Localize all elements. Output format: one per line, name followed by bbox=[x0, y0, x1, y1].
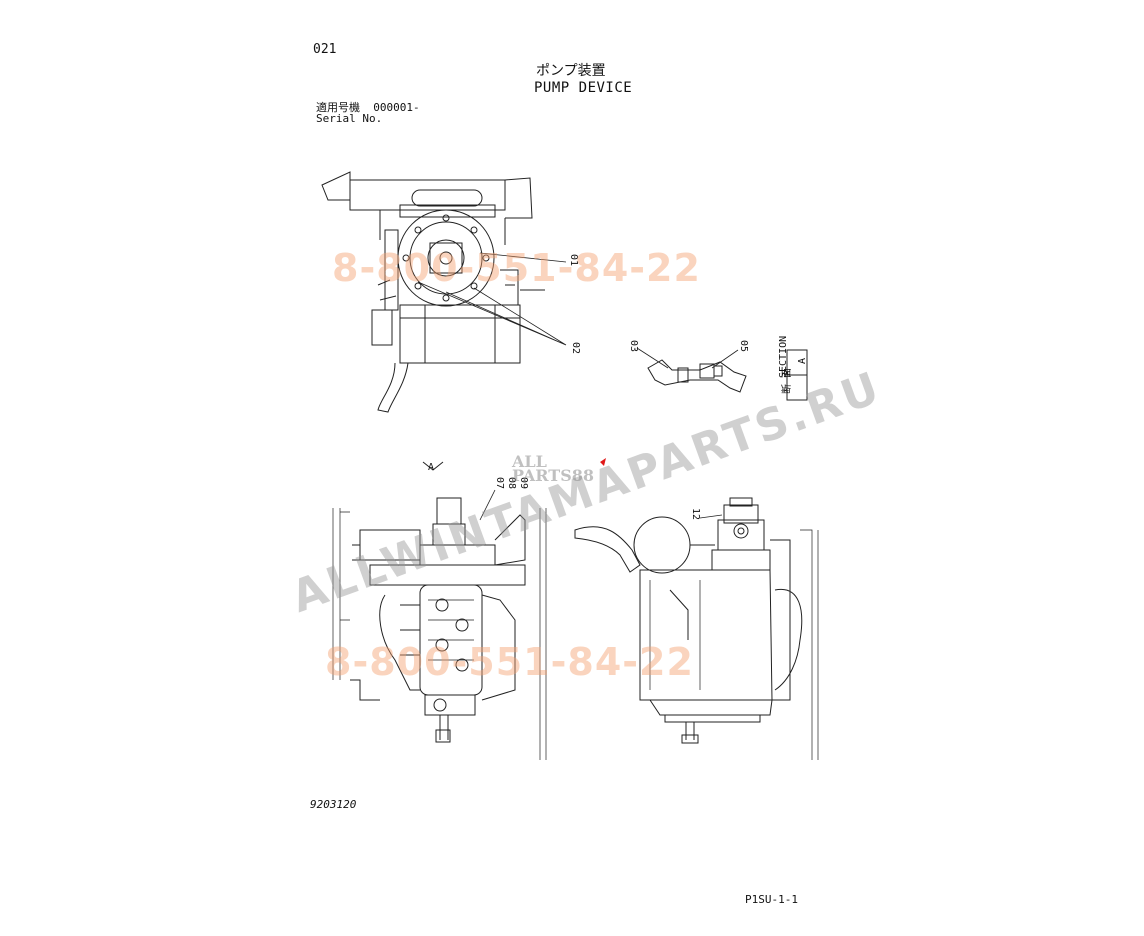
document-code: 9203120 bbox=[310, 798, 357, 811]
section-letter: A bbox=[797, 358, 808, 364]
callout-09: 09 bbox=[518, 477, 529, 489]
leader-02 bbox=[417, 281, 567, 346]
callout-08: 08 bbox=[506, 477, 517, 489]
page-title-japanese: ポンプ装置 bbox=[536, 63, 606, 79]
leader-01 bbox=[479, 252, 567, 263]
leader-03 bbox=[636, 347, 669, 369]
page-number: 021 bbox=[313, 42, 337, 57]
section-label: SECTION bbox=[778, 336, 789, 378]
serial-label-japanese: 適用号機 bbox=[316, 101, 360, 114]
callout-02: 02 bbox=[570, 342, 581, 354]
callout-01: 01 bbox=[568, 254, 579, 266]
leader-05 bbox=[711, 349, 739, 369]
callout-03: 03 bbox=[628, 340, 639, 352]
callout-05: 05 bbox=[738, 340, 749, 352]
leader-12 bbox=[699, 514, 723, 519]
callout-07: 07 bbox=[494, 477, 505, 489]
lower-right-view bbox=[574, 497, 819, 760]
red-marker-icon bbox=[600, 458, 606, 466]
page-code: P1SU-1-1 bbox=[745, 893, 798, 906]
serial-value: 000001- bbox=[373, 101, 420, 114]
page-title-english: PUMP DEVICE bbox=[534, 80, 633, 96]
leader-07 bbox=[479, 489, 496, 521]
view-marker-a: A bbox=[428, 462, 434, 473]
section-a-view bbox=[636, 347, 808, 401]
lower-left-view bbox=[332, 461, 547, 760]
serial-block: 適用号機 000001- Serial No. bbox=[316, 102, 420, 124]
top-view bbox=[321, 171, 567, 413]
serial-label-english: Serial No. bbox=[316, 112, 383, 125]
callout-12: 12 bbox=[690, 508, 701, 520]
section-label-japanese: 断 面 bbox=[780, 368, 793, 394]
